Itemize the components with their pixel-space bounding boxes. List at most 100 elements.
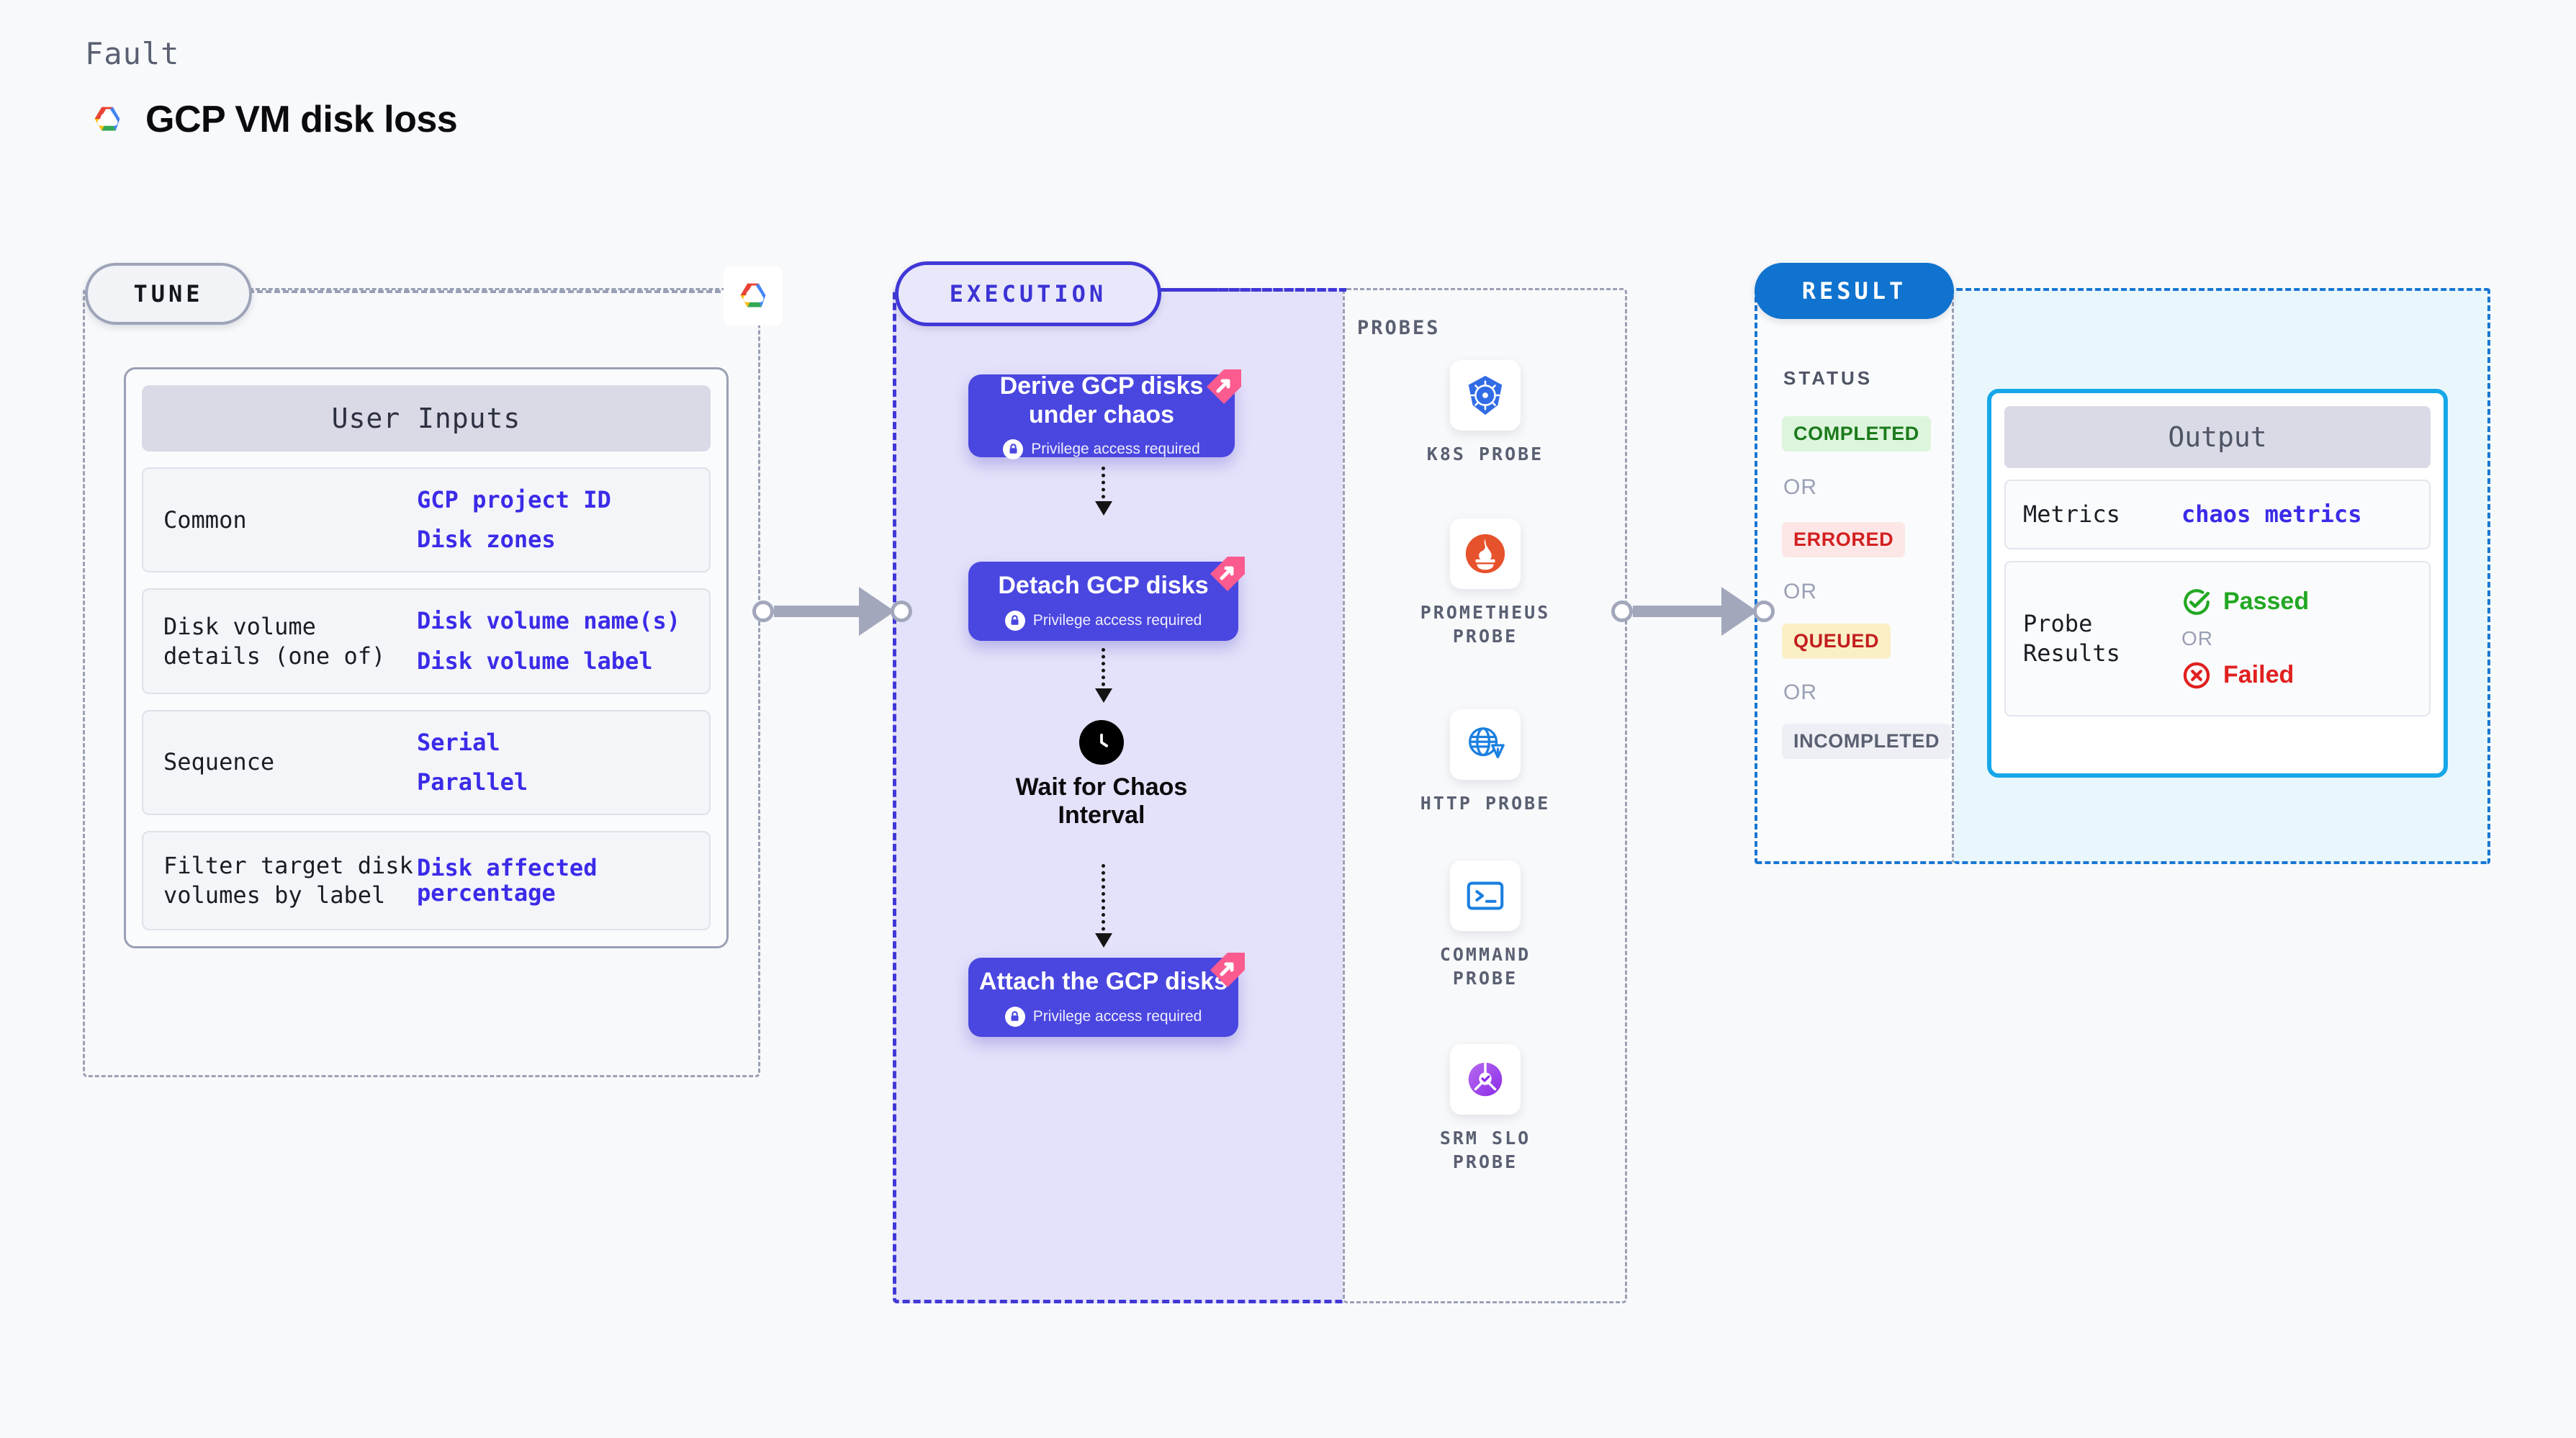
terminal-icon <box>1450 860 1521 931</box>
probe-result-passed: Passed <box>2181 587 2309 617</box>
probe-result-failed-label: Failed <box>2223 661 2294 689</box>
connector-dot <box>1611 601 1633 622</box>
page-eyebrow: Fault <box>85 36 180 71</box>
status-badge-label: QUEUED <box>1793 630 1880 652</box>
user-input-row[interactable]: Sequence Serial Parallel <box>142 709 711 816</box>
user-input-row-values: Serial Parallel <box>417 728 528 796</box>
user-input-row-values: Disk affected percentage <box>417 855 702 906</box>
probe-results-values: Passed OR Failed <box>2181 587 2309 691</box>
output-row-label: Metrics <box>2023 500 2120 528</box>
status-badge-queued: QUEUED <box>1782 624 1891 659</box>
status-badge-completed: COMPLETED <box>1782 416 1931 451</box>
connector-bar <box>1633 606 1723 617</box>
litmus-corner-icon <box>1210 953 1245 987</box>
user-input-row-label: Disk volume details (one of) <box>163 612 386 670</box>
probes-section-label: PROBES <box>1357 317 1441 339</box>
probe-item-http[interactable]: HTTP PROBE <box>1402 709 1568 815</box>
output-card: Output Metrics chaos metrics Probe Resul… <box>1987 389 2448 778</box>
execution-node-derive-gcp-disks[interactable]: Derive GCP disks under chaos Privilege a… <box>968 369 1241 459</box>
or-separator: OR <box>2181 626 2213 650</box>
user-input-value[interactable]: Disk affected percentage <box>417 853 598 907</box>
litmus-corner-icon <box>1210 557 1245 591</box>
execution-node-attach-gcp-disks[interactable]: Attach the GCP disks Privilege access re… <box>968 953 1245 1037</box>
lock-icon <box>1004 610 1025 631</box>
stage-pill-result[interactable]: RESULT <box>1755 263 1954 319</box>
or-separator: OR <box>1783 580 1817 603</box>
srm-slo-icon <box>1450 1044 1521 1115</box>
execution-node-title: Detach GCP disks <box>998 572 1209 600</box>
lock-icon <box>1003 439 1024 459</box>
user-input-row-label: Common <box>163 505 247 534</box>
stage-pill-result-label: RESULT <box>1801 277 1907 305</box>
user-input-value[interactable]: Disk volume name(s) <box>417 607 681 635</box>
user-input-row-values: Disk volume name(s) Disk volume label <box>417 607 681 675</box>
probe-item-srm-slo[interactable]: SRM SLO PROBE <box>1402 1044 1568 1174</box>
or-separator: OR <box>1783 475 1817 499</box>
gcp-logo-icon <box>85 97 130 142</box>
probe-result-failed: Failed <box>2181 660 2309 691</box>
user-input-row[interactable]: Filter target disk volumes by label Disk… <box>142 831 711 931</box>
connector-execution-to-result <box>1611 587 1775 636</box>
user-input-row[interactable]: Disk volume details (one of) Disk volume… <box>142 588 711 694</box>
or-separator: OR <box>1783 680 1817 704</box>
connector-arrowhead <box>859 587 895 636</box>
flow-arrow <box>1095 648 1112 703</box>
connector-dot <box>891 601 912 622</box>
output-metrics-value[interactable]: chaos metrics <box>2181 500 2362 529</box>
stage-pill-execution[interactable]: EXECUTION <box>895 261 1161 326</box>
user-inputs-card: User Inputs Common GCP project ID Disk z… <box>124 367 729 949</box>
execution-node-title: Attach the GCP disks <box>978 968 1228 996</box>
execution-node-wait-for-chaos-interval[interactable]: Wait for Chaos Interval <box>979 720 1224 830</box>
probe-item-label: HTTP PROBE <box>1420 793 1551 814</box>
execution-node-detach-gcp-disks[interactable]: Detach GCP disks Privilege access requir… <box>968 557 1245 641</box>
privilege-note-text: Privilege access required <box>1032 1007 1202 1025</box>
probe-item-command[interactable]: COMMAND PROBE <box>1402 860 1568 990</box>
privilege-note-text: Privilege access required <box>1032 611 1202 629</box>
output-row-label: Probe Results <box>2023 610 2120 667</box>
output-row-probe-results[interactable]: Probe Results Passed OR Failed <box>2004 560 2431 716</box>
user-input-value[interactable]: Parallel <box>417 768 528 796</box>
user-input-row-label: Filter target disk volumes by label <box>163 852 413 909</box>
stage-pill-tune-label: TUNE <box>133 280 204 307</box>
flow-arrow <box>1095 864 1112 948</box>
probe-result-passed-label: Passed <box>2223 588 2310 616</box>
user-inputs-title: User Inputs <box>142 385 711 451</box>
execution-dashed-connector <box>1152 288 1346 292</box>
status-badge-incompleted: INCOMPLETED <box>1782 724 1952 759</box>
probe-item-prometheus[interactable]: PROMETHEUS PROBE <box>1402 518 1568 648</box>
status-badge-label: COMPLETED <box>1793 423 1919 444</box>
probe-item-label: PROMETHEUS PROBE <box>1420 602 1551 647</box>
title-row: GCP VM disk loss <box>85 97 458 142</box>
wait-node-label: Wait for Chaos Interval <box>1015 773 1188 830</box>
user-input-value[interactable]: Serial <box>417 728 500 756</box>
user-input-row-values: GCP project ID Disk zones <box>417 487 611 552</box>
kubernetes-icon <box>1450 360 1521 431</box>
execution-node-title: Derive GCP disks under chaos <box>999 372 1204 428</box>
execution-panel <box>893 288 1346 1303</box>
privilege-note: Privilege access required <box>1004 610 1202 631</box>
probe-item-k8s[interactable]: K8S PROBE <box>1402 360 1568 466</box>
connector-bar <box>774 606 860 617</box>
status-badge-label: INCOMPLETED <box>1793 730 1940 752</box>
status-badge-label: ERRORED <box>1793 529 1894 550</box>
connector-tune-to-execution <box>752 587 912 636</box>
user-input-row[interactable]: Common GCP project ID Disk zones <box>142 467 711 573</box>
output-card-title: Output <box>2004 406 2431 468</box>
user-input-value[interactable]: Disk zones <box>417 526 556 554</box>
output-row-metrics[interactable]: Metrics chaos metrics <box>2004 480 2431 549</box>
page-header: Fault GCP VM disk loss <box>85 36 458 142</box>
prometheus-icon <box>1450 518 1521 589</box>
probe-item-label: K8S PROBE <box>1426 444 1544 464</box>
page-title: GCP VM disk loss <box>145 99 458 140</box>
stage-pill-execution-label: EXECUTION <box>949 280 1107 307</box>
http-globe-warning-icon <box>1450 709 1521 780</box>
stage-pill-tune[interactable]: TUNE <box>85 263 252 325</box>
check-circle-icon <box>2184 589 2210 615</box>
litmus-corner-icon <box>1207 369 1241 404</box>
result-status-panel <box>1755 288 1954 864</box>
privilege-note: Privilege access required <box>1004 1006 1202 1027</box>
user-input-value[interactable]: GCP project ID <box>417 486 611 513</box>
user-input-value[interactable]: Disk volume label <box>417 647 653 675</box>
tune-dashed-connector <box>248 290 738 293</box>
lock-icon <box>1004 1006 1025 1027</box>
